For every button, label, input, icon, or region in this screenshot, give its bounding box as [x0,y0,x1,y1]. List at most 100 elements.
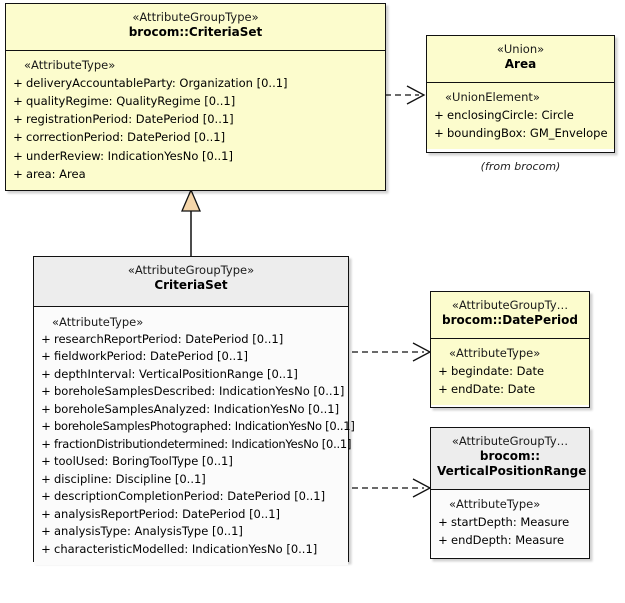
class-attributes-verticalpositionrange: «AttributeType» + startDepth: Measure + … [431,489,589,557]
attribute-text: analysisReportPeriod: DatePeriod [0..1] [54,506,280,521]
attribute-text: characteristicModelled: IndicationYesNo … [54,541,318,556]
class-name: brocom::DatePeriod [442,312,578,327]
attribute-text: endDepth: Measure [451,533,565,548]
attribute-visibility: + [434,126,444,141]
attribute-text: researchReportPeriod: DatePeriod [0..1] [54,332,284,346]
attribute-text: boreholeSamplesAnalyzed: IndicationYesNo… [54,401,340,416]
attribute-visibility: + [438,364,448,378]
dependency-criteriaset-to-verticalpositionrange [352,478,432,498]
class-criteriaset[interactable]: «AttributeGroupType» CriteriaSet «Attrib… [33,256,355,566]
attribute-visibility: + [41,419,51,434]
attribute-visibility: + [41,401,51,416]
class-brocom-criteriaset[interactable]: «AttributeGroupType» brocom::CriteriaSet… [5,3,386,191]
dependency-brocom-criteriaset-to-area [385,85,426,105]
attribute-text: analysisType: AnalysisType [0..1] [54,524,243,539]
class-stereotype: «AttributeGroupType» [132,10,259,24]
attribute-visibility: + [13,130,23,145]
attribute-text: boreholeSamplesPhotographed: IndicationY… [54,419,355,434]
class-attributes-criteriaset: «AttributeType» + researchReportPeriod: … [34,306,355,566]
attribute-row: + boreholeSamplesDescribed: IndicationYe… [38,383,344,400]
class-attributes-area: «UnionElement» + enclosingCircle: Circle… [427,82,614,150]
class-stereotype: «AttributeGroupTy… [451,434,569,448]
class-area[interactable]: «Union» Area «UnionElement» + enclosingC… [426,35,615,153]
class-header-dateperiod: «AttributeGroupTy… brocom::DatePeriod [431,292,589,338]
attribute-row: + deliveryAccountableParty: Organization… [10,74,381,92]
dependency-criteriaset-to-dateperiod [352,342,432,362]
attribute-visibility: + [41,541,51,556]
class-dateperiod[interactable]: «AttributeGroupTy… brocom::DatePeriod «A… [430,291,590,408]
attribute-compartment-stereotype: «AttributeType» [52,315,144,329]
class-header-area: «Union» Area [427,36,614,82]
class-name-line1: brocom:: [479,448,541,463]
attribute-visibility: + [438,515,448,529]
attribute-text: fractionDistributiondetermined: Indicati… [54,436,352,451]
class-attributes-brocom-criteriaset: «AttributeType» + deliveryAccountablePar… [6,50,385,190]
attribute-visibility: + [13,166,23,181]
class-header-brocom-criteriaset: «AttributeGroupType» brocom::CriteriaSet [6,4,385,50]
attribute-row: + endDate: Date [435,380,585,398]
attribute-text: boreholeSamplesDescribed: IndicationYesN… [54,384,345,399]
attribute-visibility: + [41,454,51,469]
attribute-compartment-stereotype: «AttributeType» [449,346,541,360]
attribute-row: + correctionPeriod: DatePeriod [0..1] [10,128,381,146]
attribute-visibility: + [13,112,23,127]
attribute-visibility: + [41,489,51,504]
class-header-verticalpositionrange: «AttributeGroupTy… brocom:: VerticalPosi… [431,428,589,489]
attribute-row: + startDepth: Measure [435,513,585,531]
attribute-text: boundingBox: GM_Envelope [447,126,608,141]
attribute-text: enclosingCircle: Circle [447,108,574,122]
attribute-text: startDepth: Measure [451,515,570,529]
attribute-row: + boreholeSamplesAnalyzed: IndicationYes… [38,401,344,418]
attribute-row: + endDepth: Measure [435,531,585,549]
attribute-visibility: + [438,382,448,397]
attribute-row: + analysisReportPeriod: DatePeriod [0..1… [38,506,344,523]
attribute-text: registrationPeriod: DatePeriod [0..1] [26,112,234,127]
attribute-visibility: + [41,332,51,346]
class-stereotype: «AttributeGroupTy… [451,298,569,312]
attribute-text: correctionPeriod: DatePeriod [0..1] [26,130,226,145]
attribute-row: + boreholeSamplesPhotographed: Indicatio… [38,418,355,435]
attribute-row: + descriptionCompletionPeriod: DatePerio… [38,488,344,505]
attribute-visibility: + [434,108,444,122]
attribute-row: + enclosingCircle: Circle [431,106,610,124]
class-attributes-dateperiod: «AttributeType» + begindate: Date + endD… [431,338,589,406]
attribute-text: begindate: Date [451,364,545,378]
attribute-visibility: + [41,349,51,364]
class-verticalpositionrange[interactable]: «AttributeGroupTy… brocom:: VerticalPosi… [430,427,590,559]
attribute-text: deliveryAccountableParty: Organization [… [26,76,288,90]
attribute-row: + registrationPeriod: DatePeriod [0..1] [10,110,381,128]
attribute-visibility: + [41,366,51,381]
attribute-text: endDate: Date [451,382,536,397]
attribute-text: fieldworkPeriod: DatePeriod [0..1] [54,349,248,364]
attribute-visibility: + [13,76,23,90]
class-stereotype: «Union» [496,42,545,56]
class-stereotype: «AttributeGroupType» [127,263,255,277]
attribute-visibility: + [13,94,23,109]
attribute-visibility: + [41,524,51,539]
attribute-row: + characteristicModelled: IndicationYesN… [38,541,344,558]
attribute-visibility: + [41,506,51,521]
attribute-text: area: Area [26,166,86,181]
attribute-text: toolUsed: BoringToolType [0..1] [54,454,233,469]
class-name: Area [504,56,537,71]
attribute-compartment-stereotype: «UnionElement» [445,90,540,104]
attribute-text: qualityRegime: QualityRegime [0..1] [26,94,236,109]
attribute-row: + fractionDistributiondetermined: Indica… [38,436,351,453]
attribute-visibility: + [41,471,51,486]
class-name-line2: VerticalPositionRange [437,464,587,479]
attribute-row: + toolUsed: BoringToolType [0..1] [38,453,344,470]
generalization-criteriaset-to-brocom-criteriaset [181,188,201,256]
attribute-row: + discipline: Discipline [0..1] [38,471,344,488]
class-name: brocom::CriteriaSet [128,24,263,39]
attribute-row: + depthInterval: VerticalPositionRange [… [38,366,344,383]
attribute-row: + qualityRegime: QualityRegime [0..1] [10,92,381,110]
area-package-note: (from brocom) [480,160,561,173]
attribute-text: descriptionCompletionPeriod: DatePeriod … [54,489,326,504]
attribute-visibility: + [41,436,51,451]
attribute-row: + begindate: Date [435,362,585,380]
attribute-visibility: + [438,533,448,548]
class-header-criteriaset: «AttributeGroupType» CriteriaSet [34,257,348,306]
attribute-compartment-stereotype: «AttributeType» [449,497,541,511]
attribute-row: + fieldworkPeriod: DatePeriod [0..1] [38,348,344,365]
